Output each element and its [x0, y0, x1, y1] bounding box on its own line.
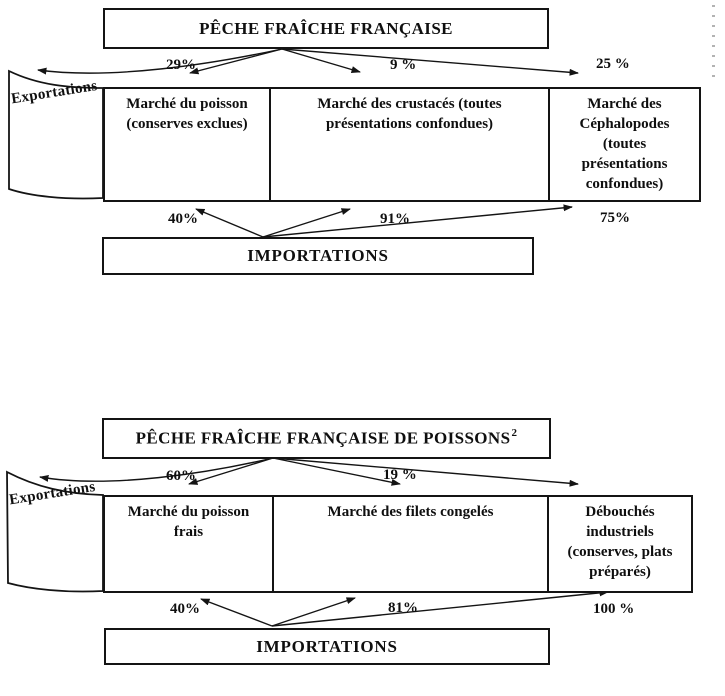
d1-imports-box: IMPORTATIONS: [102, 237, 534, 275]
d1-arrow-29pct: [189, 48, 283, 75]
d1-market-box-poisson: Marché du poisson(conserves exclues): [103, 87, 271, 202]
d2-import-arrow-40pct: [200, 598, 273, 627]
d2-arrow-industrial: [272, 457, 579, 487]
d1-imports-label: IMPORTATIONS: [247, 246, 389, 265]
d2-market-box-filets-congeles: Marché des filets congelés: [272, 495, 549, 593]
d2-source-label: PÊCHE FRAÎCHE FRANÇAISE DE POISSONS2: [135, 427, 518, 448]
d1-import-label-40: 40%: [168, 211, 198, 227]
d2-arrow-19pct: [272, 457, 401, 486]
d2-import-label-100: 100 %: [593, 601, 635, 617]
d2-footnote-marker: 2: [511, 427, 518, 440]
d2-imports-box: IMPORTATIONS: [104, 628, 550, 665]
d2-flow-label-60: 60%: [166, 468, 196, 484]
d2-import-label-81: 81%: [388, 600, 418, 616]
d1-flow-label-25: 25 %: [596, 56, 630, 72]
d2-source-box: PÊCHE FRAÎCHE FRANÇAISE DE POISSONS2: [102, 418, 551, 459]
d2-arrow-to-exports: [39, 457, 274, 482]
d1-flow-label-9: 9 %: [390, 57, 417, 73]
d1-arrow-to-exports: [37, 48, 283, 75]
d2-import-arrow-81pct: [271, 597, 356, 627]
scan-artifact-marks: [712, 5, 715, 77]
d1-import-label-91: 91%: [380, 211, 410, 227]
d1-import-arrow-75pct: [262, 204, 573, 238]
d1-flow-label-29: 29%: [166, 57, 196, 73]
d1-import-label-75: 75%: [600, 210, 630, 226]
d1-arrow-9pct: [281, 48, 361, 73]
d1-source-box: PÊCHE FRAÎCHE FRANÇAISE: [103, 8, 549, 49]
d1-arrow-25pct: [281, 48, 579, 76]
d2-arrow-60pct: [188, 457, 274, 485]
d2-imports-label: IMPORTATIONS: [256, 636, 398, 656]
d2-import-arrow-100pct: [271, 589, 609, 627]
d2-flow-label-19: 19 %: [383, 467, 417, 483]
d1-import-arrow-91pct: [262, 208, 351, 238]
d2-import-label-40: 40%: [170, 601, 200, 617]
d1-source-label: PÊCHE FRAÎCHE FRANÇAISE: [199, 18, 453, 38]
d1-import-arrow-40pct: [195, 208, 264, 238]
